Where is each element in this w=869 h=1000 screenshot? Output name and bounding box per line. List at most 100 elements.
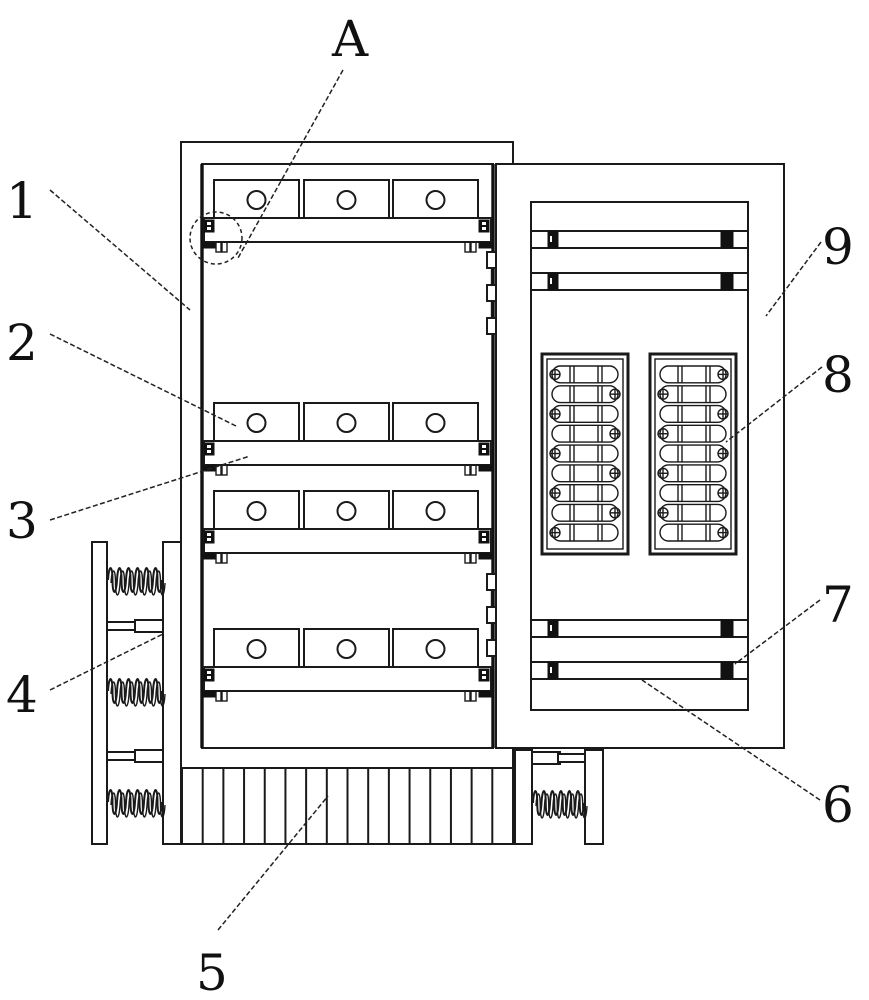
coil-loop (657, 385, 727, 404)
label-7: 7 (822, 576, 854, 634)
drawer-knob-icon (246, 639, 267, 659)
label-2: 2 (6, 314, 38, 372)
drawer-front (303, 628, 390, 668)
door-hinges (486, 251, 497, 657)
label-4: 4 (6, 666, 38, 724)
bracket-slot (482, 450, 486, 453)
drawer-knob-icon (336, 639, 357, 659)
right-spring (532, 790, 588, 819)
drawer-module[interactable] (213, 628, 300, 668)
cooling-coil-panel (540, 352, 630, 556)
bracket-slot (207, 222, 211, 225)
leader-6 (641, 679, 821, 801)
bracket-slot (482, 538, 486, 541)
coil-loop (551, 424, 621, 443)
bracket-block (203, 442, 215, 456)
rod-cylinder (134, 619, 164, 633)
left-spring (107, 678, 166, 707)
door-cross-bars (530, 230, 749, 680)
bar-body (530, 619, 749, 638)
drawer-knob-icon (246, 190, 267, 210)
bracket-block (478, 219, 490, 233)
label-1: 1 (6, 172, 38, 230)
bracket-pin (221, 552, 228, 564)
drawer-module[interactable] (392, 490, 479, 530)
drawer-module[interactable] (392, 179, 479, 219)
bracket-pin (215, 241, 222, 253)
bracket-slot (482, 533, 486, 536)
drawer-module[interactable] (303, 179, 390, 219)
bar-clamp-block (547, 661, 559, 680)
springs (107, 567, 588, 819)
left-damper-assembly (91, 541, 182, 845)
bracket-block (203, 219, 215, 233)
bracket-slot (482, 222, 486, 225)
drawer-module[interactable] (392, 402, 479, 442)
door-cross-bar (530, 619, 749, 638)
leader-4 (49, 633, 164, 691)
label-9: 9 (822, 218, 854, 276)
drawer-rows (203, 179, 492, 702)
drawer-module[interactable] (303, 628, 390, 668)
rail-bracket (464, 668, 492, 702)
hinge-knuckle (486, 573, 497, 591)
rail-bracket (464, 219, 492, 253)
drawer-front (213, 490, 300, 530)
bracket-slot (207, 227, 211, 230)
drawer-module[interactable] (392, 628, 479, 668)
drawer-front (392, 402, 479, 442)
bar-clamp-block (720, 619, 734, 638)
bar-body (530, 230, 749, 249)
drawer-module[interactable] (213, 490, 300, 530)
drawer-knob-icon (425, 190, 446, 210)
drawer-module[interactable] (303, 402, 390, 442)
drawer-front (392, 490, 479, 530)
coil-loop (551, 464, 621, 483)
drawer-front (213, 628, 300, 668)
leader-A (237, 69, 344, 259)
leader-2 (49, 333, 237, 427)
rail-bracket (203, 442, 228, 476)
bracket-foot (203, 464, 217, 472)
coil-loop (659, 444, 729, 463)
coil-loop (551, 503, 621, 522)
spring-coil-back (535, 793, 588, 819)
bracket-pin (470, 552, 477, 564)
label-8: 8 (822, 346, 854, 404)
drawer-front (303, 179, 390, 219)
bracket-slot (482, 227, 486, 230)
drawer-knob-icon (425, 413, 446, 433)
rail-bracket (203, 530, 228, 564)
rod-cylinder (134, 749, 164, 763)
leader-lines (49, 69, 823, 931)
right-damper-assembly (514, 749, 604, 845)
left-spring (107, 789, 166, 818)
bracket-pin (464, 464, 471, 476)
drawer-front (303, 490, 390, 530)
bar-clamp-block (547, 619, 559, 638)
hinge-knuckle (486, 639, 497, 657)
clamp-slot (550, 667, 552, 673)
clamp-slot (550, 236, 552, 242)
drawer-knob-icon (246, 413, 267, 433)
bracket-block (203, 668, 215, 682)
bracket-pin (470, 690, 477, 702)
bar-clamp-block (547, 230, 559, 249)
drawer-module[interactable] (213, 179, 300, 219)
bracket-pin (221, 241, 228, 253)
bracket-pin (221, 464, 228, 476)
base-slats (181, 768, 514, 844)
bracket-slot (482, 676, 486, 679)
guide-rail-plate (203, 217, 492, 243)
hinge-knuckle (486, 284, 497, 302)
hinge-set (486, 251, 497, 335)
leader-7 (734, 599, 821, 665)
drawer-module[interactable] (303, 490, 390, 530)
coil-loop (549, 365, 619, 384)
bracket-pin (215, 552, 222, 564)
drawer-front (213, 179, 300, 219)
coil-inner-frame (654, 358, 732, 550)
bracket-pin (215, 690, 222, 702)
coil-loop (659, 365, 729, 384)
